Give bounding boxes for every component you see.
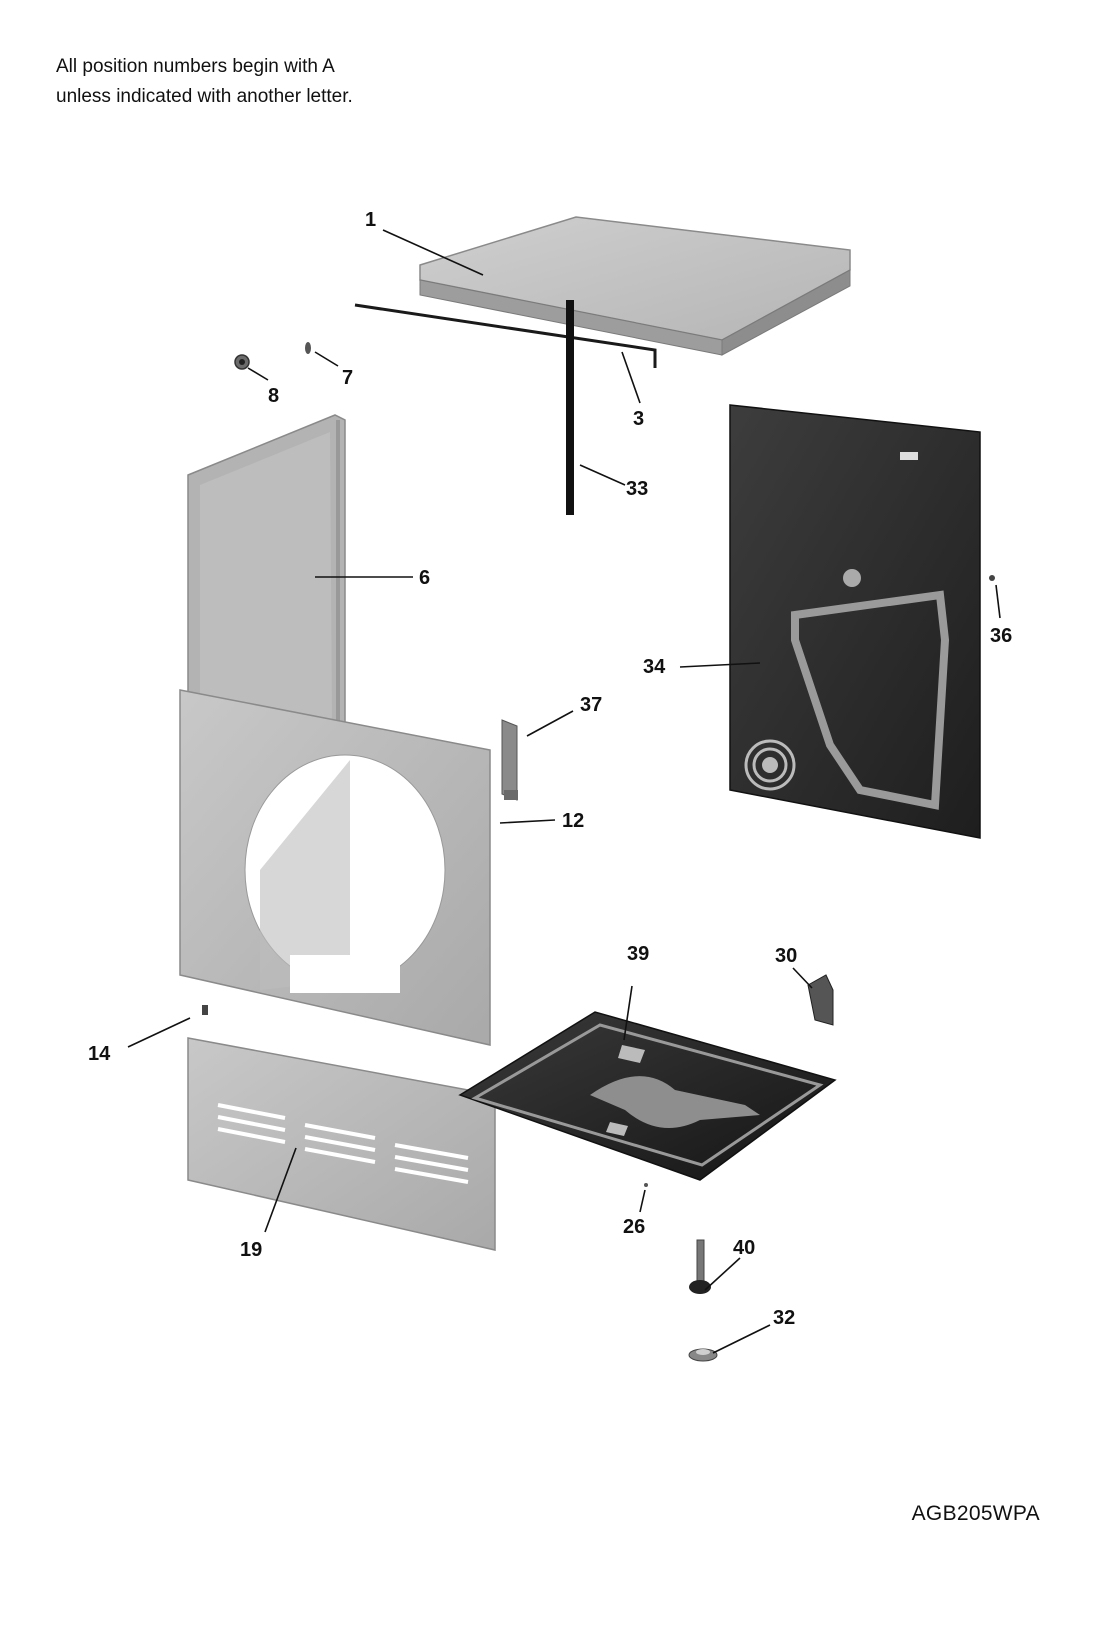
leader-33 <box>579 464 626 486</box>
leveling-leg-part <box>689 1239 711 1294</box>
leader-40 <box>704 1257 741 1291</box>
clamp-part-32 <box>688 1348 718 1362</box>
callout-37: 37 <box>580 694 602 716</box>
leader-26 <box>639 1189 646 1213</box>
screw-part-36 <box>989 575 995 581</box>
callout-1: 1 <box>365 209 376 231</box>
leader-32 <box>712 1324 771 1354</box>
leader-36 <box>995 584 1001 619</box>
callout-8: 8 <box>268 385 279 407</box>
bracket-part-37 <box>501 719 518 801</box>
note-line-1: All position numbers begin with A <box>56 56 335 77</box>
callout-numbers: 1 3 6 7 8 12 14 19 26 30 32 33 34 36 37 … <box>88 209 1012 1329</box>
leader-19 <box>264 1147 297 1233</box>
callout-26: 26 <box>623 1216 645 1238</box>
screw-part-14 <box>202 1005 208 1015</box>
kick-panel-part <box>187 1037 496 1251</box>
screw-part-26 <box>644 1183 648 1187</box>
leader-14 <box>127 1017 191 1048</box>
leader-8 <box>247 367 269 381</box>
leader-lines <box>127 229 1001 1354</box>
clip-part-30 <box>807 974 834 1026</box>
callout-39: 39 <box>627 943 649 965</box>
leader-39 <box>623 985 633 1041</box>
screw-part-7 <box>305 342 311 354</box>
callout-7: 7 <box>342 367 353 389</box>
side-panel-part <box>729 404 981 839</box>
top-cover-part <box>419 216 851 356</box>
callout-34: 34 <box>643 656 666 678</box>
leader-34 <box>679 662 761 668</box>
leader-3 <box>621 351 641 404</box>
callout-6: 6 <box>419 567 430 589</box>
leader-30 <box>792 967 813 989</box>
note-line-2: unless indicated with another letter. <box>56 86 353 107</box>
base-plate-part <box>458 1011 837 1181</box>
callout-30: 30 <box>775 945 797 967</box>
rod-part <box>354 303 657 368</box>
instruction-note: All position numbers begin with A unless… <box>56 52 353 112</box>
screw-part-8 <box>234 354 250 370</box>
diagram-code: AGB205WPA <box>911 1502 1040 1525</box>
callout-3: 3 <box>633 408 644 430</box>
callout-33: 33 <box>626 478 648 500</box>
callout-36: 36 <box>990 625 1012 647</box>
leader-12 <box>499 819 556 824</box>
leader-7 <box>314 351 339 367</box>
callout-12: 12 <box>562 810 584 832</box>
callout-40: 40 <box>733 1237 755 1259</box>
front-panel-part <box>179 689 491 1046</box>
callout-14: 14 <box>88 1043 111 1065</box>
leader-1 <box>382 229 484 276</box>
callout-19: 19 <box>240 1239 262 1261</box>
callout-32: 32 <box>773 1307 795 1329</box>
leader-37 <box>526 710 574 737</box>
